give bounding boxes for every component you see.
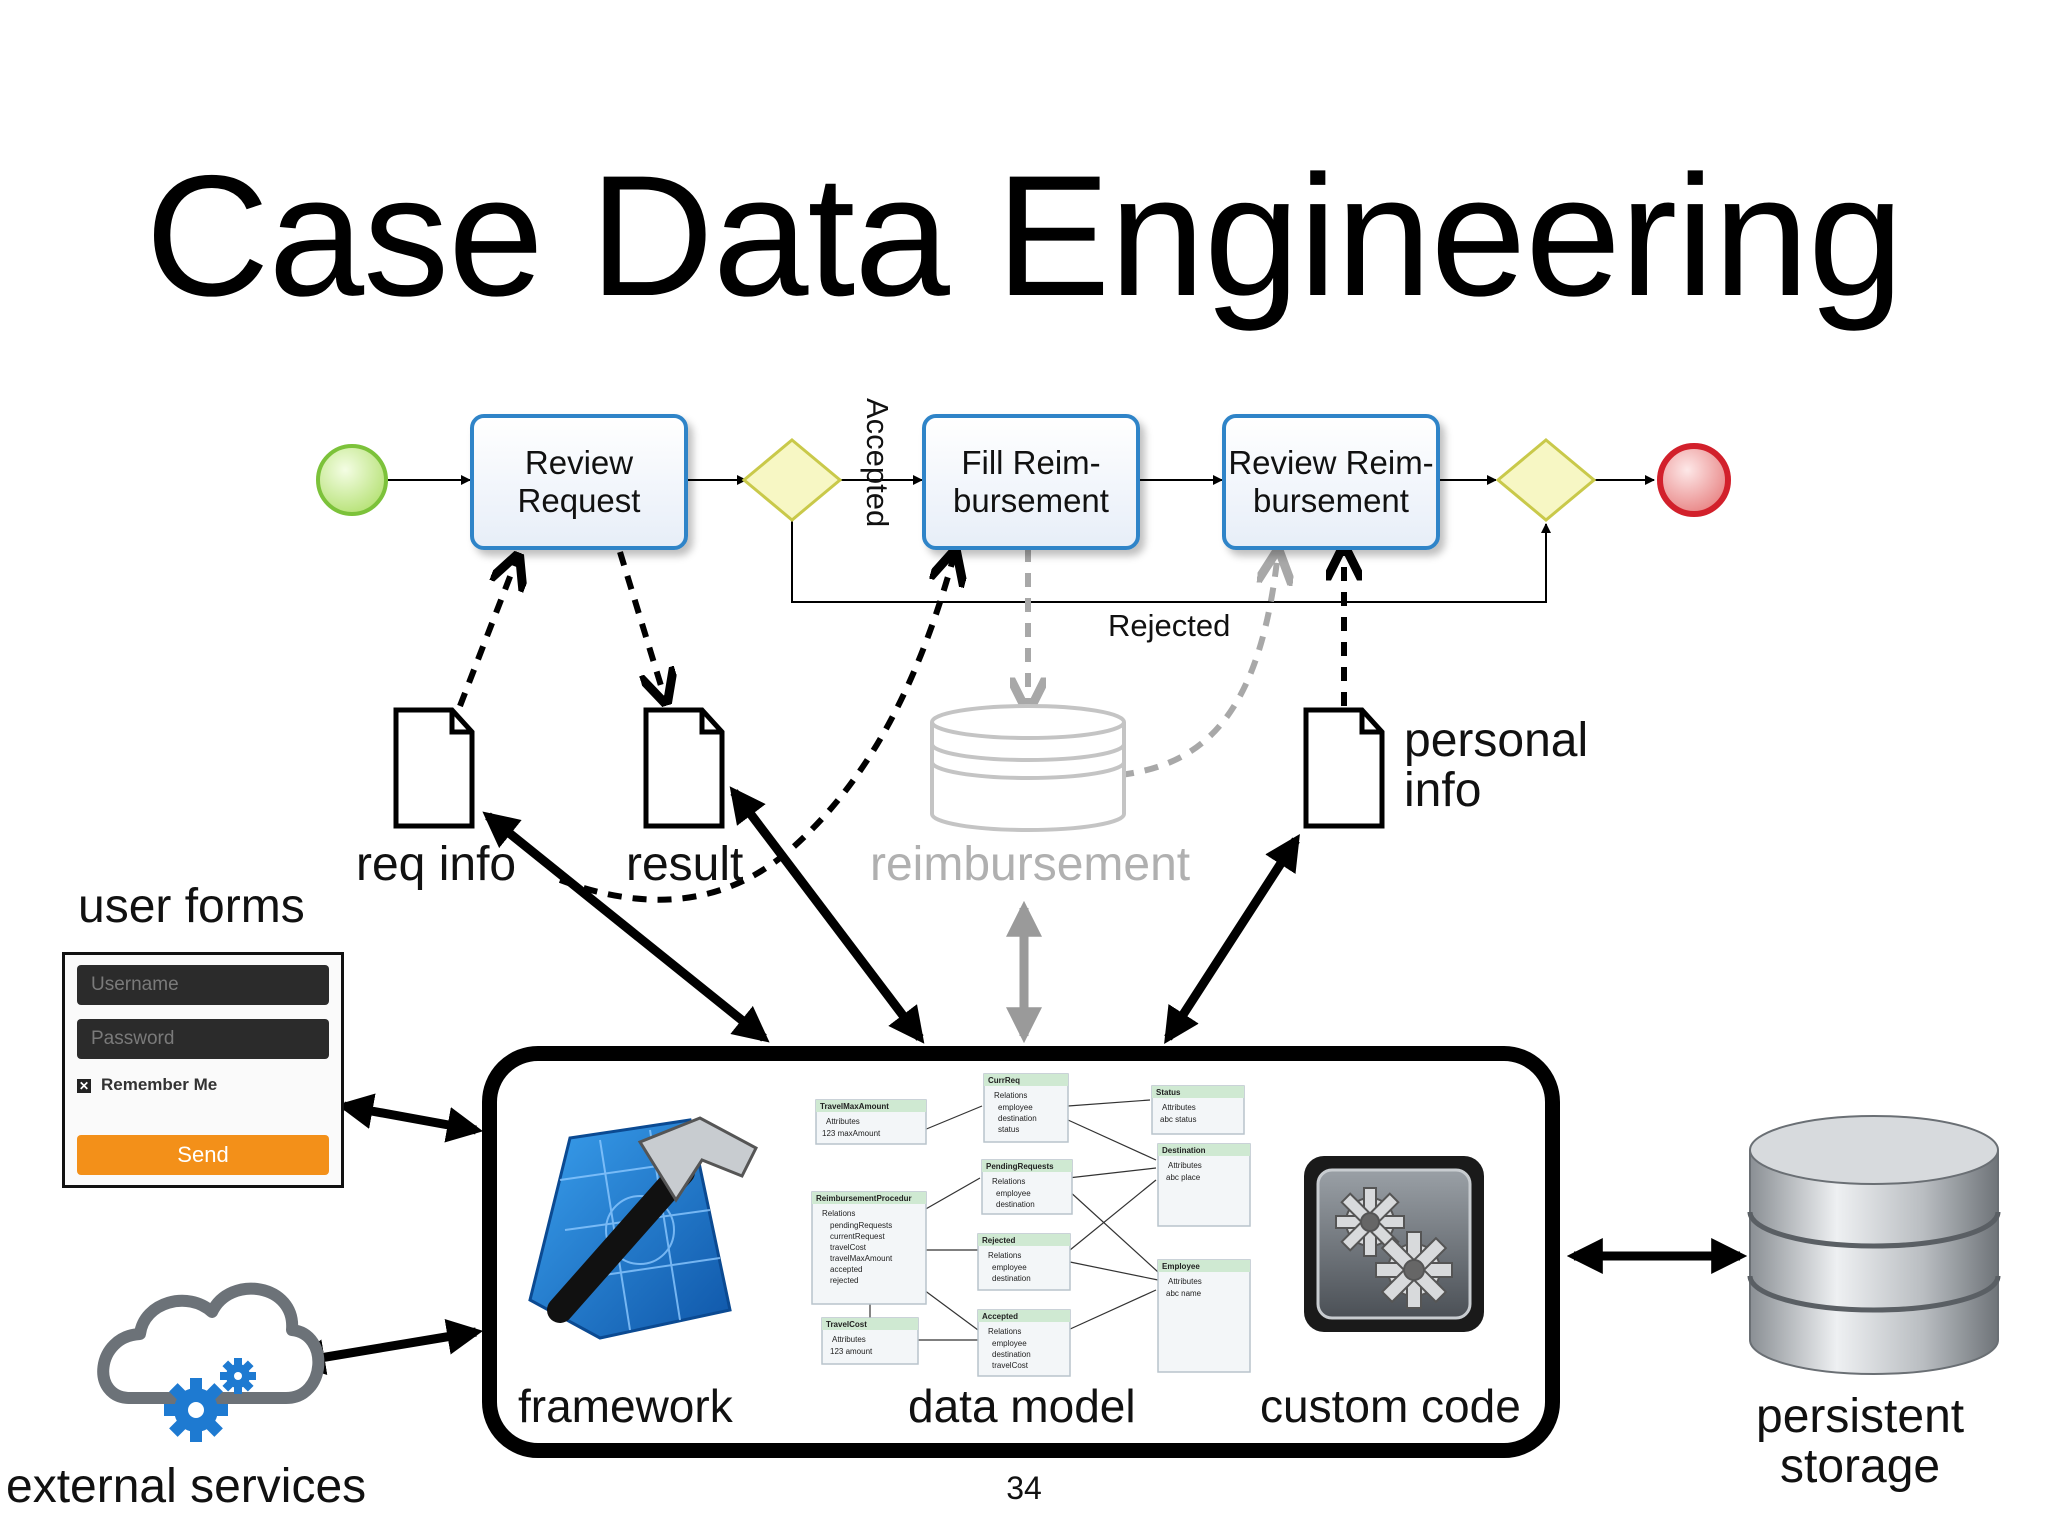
- label-framework: framework: [518, 1380, 733, 1432]
- svg-text:rejected: rejected: [830, 1276, 858, 1285]
- svg-text:destination: destination: [998, 1114, 1037, 1123]
- sequence-flows: [388, 475, 1655, 603]
- task-fill-reimbursement: Fill Reim- bursement: [922, 414, 1140, 550]
- svg-text:Relations: Relations: [988, 1251, 1021, 1260]
- svg-text:123 amount: 123 amount: [830, 1347, 873, 1356]
- framework-icon: [528, 1116, 758, 1340]
- svg-text:abc status: abc status: [1160, 1115, 1196, 1124]
- svg-text:Attributes: Attributes: [1168, 1277, 1202, 1286]
- svg-text:employee: employee: [998, 1103, 1033, 1112]
- start-event: [316, 444, 388, 516]
- label-data-model: data model: [908, 1380, 1136, 1432]
- gateway-merge: [1495, 438, 1597, 522]
- label-custom-code: custom code: [1260, 1380, 1521, 1432]
- cloud-icon: [97, 1282, 325, 1442]
- svg-text:travelCost: travelCost: [830, 1243, 867, 1252]
- svg-text:accepted: accepted: [830, 1265, 862, 1274]
- label-external-services: external services: [6, 1460, 367, 1513]
- label-user-forms: user forms: [78, 880, 305, 933]
- label-persistent-storage: persistent storage: [1756, 1390, 1965, 1494]
- label-reimbursement: reimbursement: [870, 838, 1191, 891]
- svg-text:Attributes: Attributes: [1168, 1161, 1202, 1170]
- svg-text:Destination: Destination: [1162, 1146, 1206, 1155]
- username-input[interactable]: Username: [77, 965, 329, 1005]
- checkbox-icon: ✕: [77, 1078, 91, 1093]
- svg-text:currentRequest: currentRequest: [830, 1232, 885, 1241]
- svg-text:Status: Status: [1156, 1088, 1181, 1097]
- send-button[interactable]: Send: [77, 1135, 329, 1175]
- end-event: [1657, 443, 1731, 517]
- connection-arrows: [288, 786, 1748, 1376]
- database-icon: [1747, 1115, 2001, 1375]
- svg-text:abc name: abc name: [1166, 1289, 1202, 1298]
- application-container: [482, 1046, 1560, 1458]
- login-form: Username Password ✕ Remember Me Send: [62, 952, 344, 1188]
- label-result: result: [626, 838, 744, 891]
- document-icon-result: [643, 707, 725, 829]
- label-personal-info: personal info: [1404, 714, 1589, 818]
- svg-text:abc place: abc place: [1166, 1173, 1201, 1182]
- password-input[interactable]: Password: [77, 1019, 329, 1059]
- task-review-reimbursement: Review Reim- bursement: [1222, 414, 1440, 550]
- svg-text:ReimbursementProcedur: ReimbursementProcedur: [816, 1194, 912, 1203]
- svg-text:destination: destination: [992, 1350, 1031, 1359]
- svg-text:TravelMaxAmount: TravelMaxAmount: [820, 1102, 889, 1111]
- data-store-icon: [930, 704, 1126, 832]
- svg-text:Accepted: Accepted: [982, 1312, 1018, 1321]
- svg-text:TravelCost: TravelCost: [826, 1320, 867, 1329]
- flow-label-rejected: Rejected: [1108, 608, 1231, 643]
- svg-text:travelCost: travelCost: [992, 1361, 1029, 1370]
- svg-text:PendingRequests: PendingRequests: [986, 1162, 1054, 1171]
- svg-text:employee: employee: [996, 1189, 1031, 1198]
- gateway-decision: [741, 438, 843, 522]
- flow-label-accepted: Accepted: [860, 398, 895, 528]
- label-req-info: req info: [356, 838, 517, 891]
- svg-text:Relations: Relations: [992, 1177, 1025, 1186]
- page-number: 34: [1006, 1470, 1042, 1506]
- custom-code-icon: [1304, 1156, 1484, 1332]
- svg-text:Attributes: Attributes: [826, 1117, 860, 1126]
- svg-text:destination: destination: [996, 1200, 1035, 1209]
- document-icon-personal-info: [1303, 707, 1385, 829]
- task-review-request: Review Request: [470, 414, 688, 550]
- svg-text:Employee: Employee: [1162, 1262, 1200, 1271]
- remember-me-checkbox[interactable]: ✕ Remember Me: [77, 1075, 217, 1095]
- slide-title: Case Data Engineering: [145, 140, 1903, 332]
- svg-text:CurrReq: CurrReq: [988, 1076, 1020, 1085]
- svg-text:Relations: Relations: [822, 1209, 855, 1218]
- svg-text:pendingRequests: pendingRequests: [830, 1221, 892, 1230]
- svg-text:travelMaxAmount: travelMaxAmount: [830, 1254, 893, 1263]
- svg-text:Relations: Relations: [988, 1327, 1021, 1336]
- document-icon-req-info: [393, 707, 475, 829]
- svg-text:employee: employee: [992, 1339, 1027, 1348]
- svg-text:Attributes: Attributes: [1162, 1103, 1196, 1112]
- svg-text:destination: destination: [992, 1274, 1031, 1283]
- svg-text:status: status: [998, 1125, 1019, 1134]
- svg-text:employee: employee: [992, 1263, 1027, 1272]
- svg-text:Rejected: Rejected: [982, 1236, 1015, 1245]
- svg-text:Relations: Relations: [994, 1091, 1027, 1100]
- remember-me-label: Remember Me: [101, 1075, 218, 1094]
- svg-text:Attributes: Attributes: [832, 1335, 866, 1344]
- svg-text:123 maxAmount: 123 maxAmount: [822, 1129, 881, 1138]
